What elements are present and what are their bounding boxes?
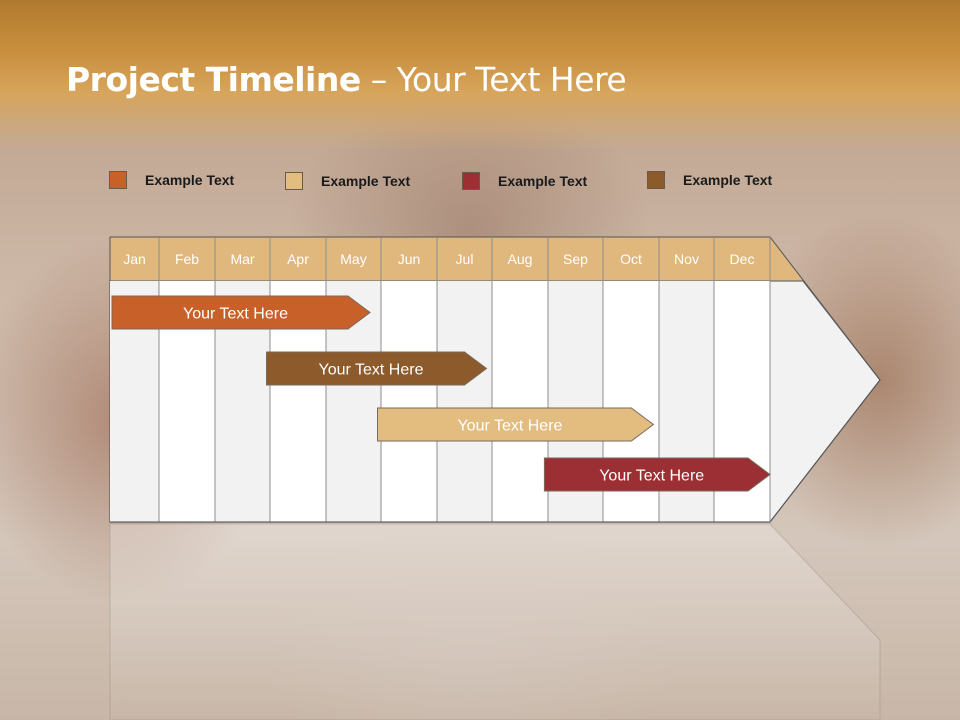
task-bar-label-3: Your Text Here <box>457 418 562 435</box>
month-label-dec: Dec <box>730 251 755 267</box>
task-bar-shape-3 <box>377 407 655 442</box>
month-label-jun: Jun <box>398 251 421 267</box>
slide-title-subtitle: – Your Text Here <box>360 60 627 99</box>
task-bar-shape-2 <box>266 351 488 386</box>
task-bar-3: Your Text Here <box>377 407 655 442</box>
legend-swatch-3 <box>462 172 480 190</box>
legend-swatch-4 <box>647 171 665 189</box>
legend-swatch-2 <box>285 172 303 190</box>
month-column-8 <box>492 281 548 522</box>
month-label-sep: Sep <box>563 251 588 267</box>
slide-title-main: Project Timeline <box>66 60 361 99</box>
legend-label-4: Example Text <box>683 172 773 188</box>
month-label-oct: Oct <box>620 251 642 267</box>
month-labels: Jan Feb Mar Apr May Jun Jul Aug Sep Oct Nov Dec <box>123 251 754 267</box>
month-label-aug: Aug <box>508 251 533 267</box>
timeline-header-band <box>110 237 803 281</box>
month-columns <box>110 237 771 523</box>
month-column-6 <box>381 281 437 522</box>
month-label-jul: Jul <box>456 251 474 267</box>
task-bar-label-2: Your Text Here <box>319 362 424 379</box>
task-bar-label-1: Your Text Here <box>183 306 288 323</box>
slide-title: Project Timeline – Your Text Here <box>66 60 627 99</box>
month-label-mar: Mar <box>230 251 254 267</box>
month-label-apr: Apr <box>287 251 309 267</box>
timeline-reflection <box>109 523 881 720</box>
legend-label-2: Example Text <box>321 173 411 189</box>
legend-swatch-1 <box>109 171 127 189</box>
month-label-jan: Jan <box>123 251 146 267</box>
task-bar-shape-4 <box>543 457 771 492</box>
task-bar-2: Your Text Here <box>266 351 488 386</box>
month-label-may: May <box>340 251 366 267</box>
month-column-7 <box>437 281 492 522</box>
legend-label-1: Example Text <box>145 172 235 188</box>
task-bar-1: Your Text Here <box>111 295 371 330</box>
month-label-nov: Nov <box>674 251 699 267</box>
task-bar-label-4: Your Text Here <box>599 468 704 485</box>
month-label-feb: Feb <box>175 251 199 267</box>
task-bar-4: Your Text Here <box>543 457 771 492</box>
legend-label-3: Example Text <box>498 173 588 189</box>
task-bar-shape-1 <box>111 295 371 330</box>
title-banner <box>0 0 960 150</box>
